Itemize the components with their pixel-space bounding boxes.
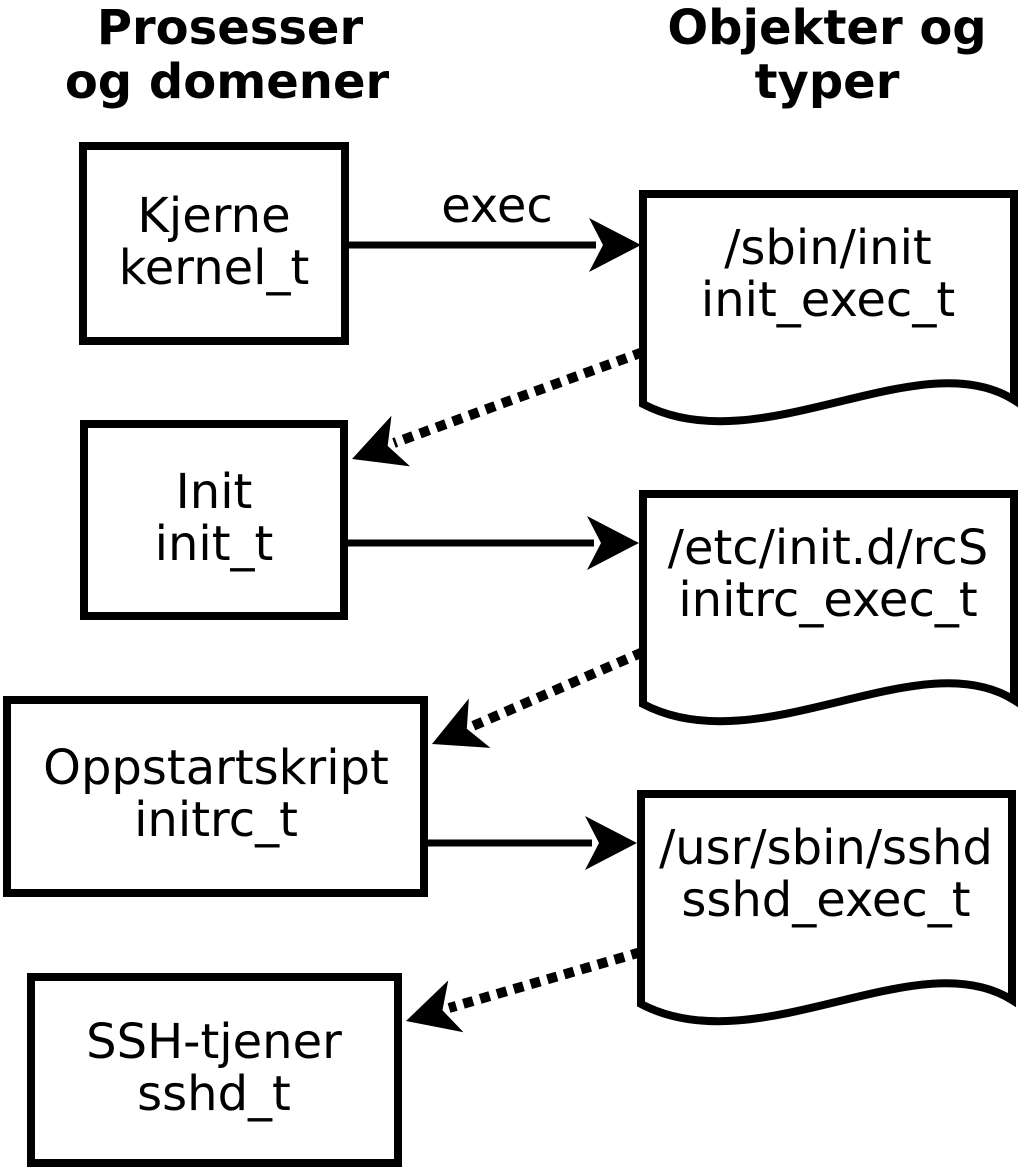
document-usr-sbin-sshd: /usr/sbin/sshd sshd_exec_t — [637, 790, 1016, 1026]
object-type: sshd_exec_t — [681, 872, 970, 928]
process-type: kernel_t — [119, 240, 310, 296]
column-title-objects: Objekter og typer — [667, 0, 986, 110]
object-type: init_exec_t — [701, 272, 955, 328]
process-box-kjerne: Kjerne kernel_t — [79, 142, 349, 345]
transition-arrow-sshdexec-to-sshd — [406, 947, 643, 1033]
arrowhead-left-icon — [352, 415, 411, 467]
process-name: Init — [176, 464, 253, 520]
transition-arrow-initexec-to-init — [352, 347, 645, 467]
process-name: Oppstartskript — [43, 740, 389, 796]
column-title-processes: Prosesser og domener — [65, 0, 390, 110]
process-type: initrc_t — [134, 792, 298, 848]
exec-arrow-init-to-rcs — [348, 516, 639, 570]
transition-arrow-initrcexec-to-initrc — [432, 647, 645, 748]
arrowhead-left-icon — [406, 980, 464, 1033]
document-sbin-init: /sbin/init init_exec_t — [639, 190, 1018, 426]
process-name: Kjerne — [137, 188, 290, 244]
process-box-oppstartskript: Oppstartskript initrc_t — [3, 696, 428, 897]
process-type: init_t — [155, 516, 274, 572]
right-title-line1: Objekter og — [667, 0, 986, 56]
arrowhead-right-icon — [589, 218, 641, 272]
process-box-ssh-tjener: SSH-tjener sshd_t — [27, 973, 402, 1167]
arrowhead-right-icon — [585, 816, 637, 870]
object-path: /usr/sbin/sshd — [659, 820, 993, 876]
exec-edge-label: exec — [441, 178, 553, 234]
exec-arrow-initrc-to-sshd — [428, 816, 637, 870]
process-name: SSH-tjener — [86, 1014, 342, 1070]
process-type: sshd_t — [137, 1066, 291, 1122]
arrowhead-left-icon — [432, 698, 491, 748]
exec-arrow-kernel-to-sbininit — [349, 218, 641, 272]
object-type: initrc_exec_t — [678, 572, 977, 628]
document-etc-initd-rcs: /etc/init.d/rcS initrc_exec_t — [639, 490, 1018, 726]
process-box-init: Init init_t — [80, 420, 348, 620]
arrowhead-right-icon — [587, 516, 639, 570]
left-title-line1: Prosesser — [97, 0, 364, 56]
object-path: /sbin/init — [724, 220, 932, 276]
object-path: /etc/init.d/rcS — [668, 520, 988, 576]
left-title-line2: og domener — [65, 54, 390, 110]
right-title-line2: typer — [755, 54, 900, 110]
